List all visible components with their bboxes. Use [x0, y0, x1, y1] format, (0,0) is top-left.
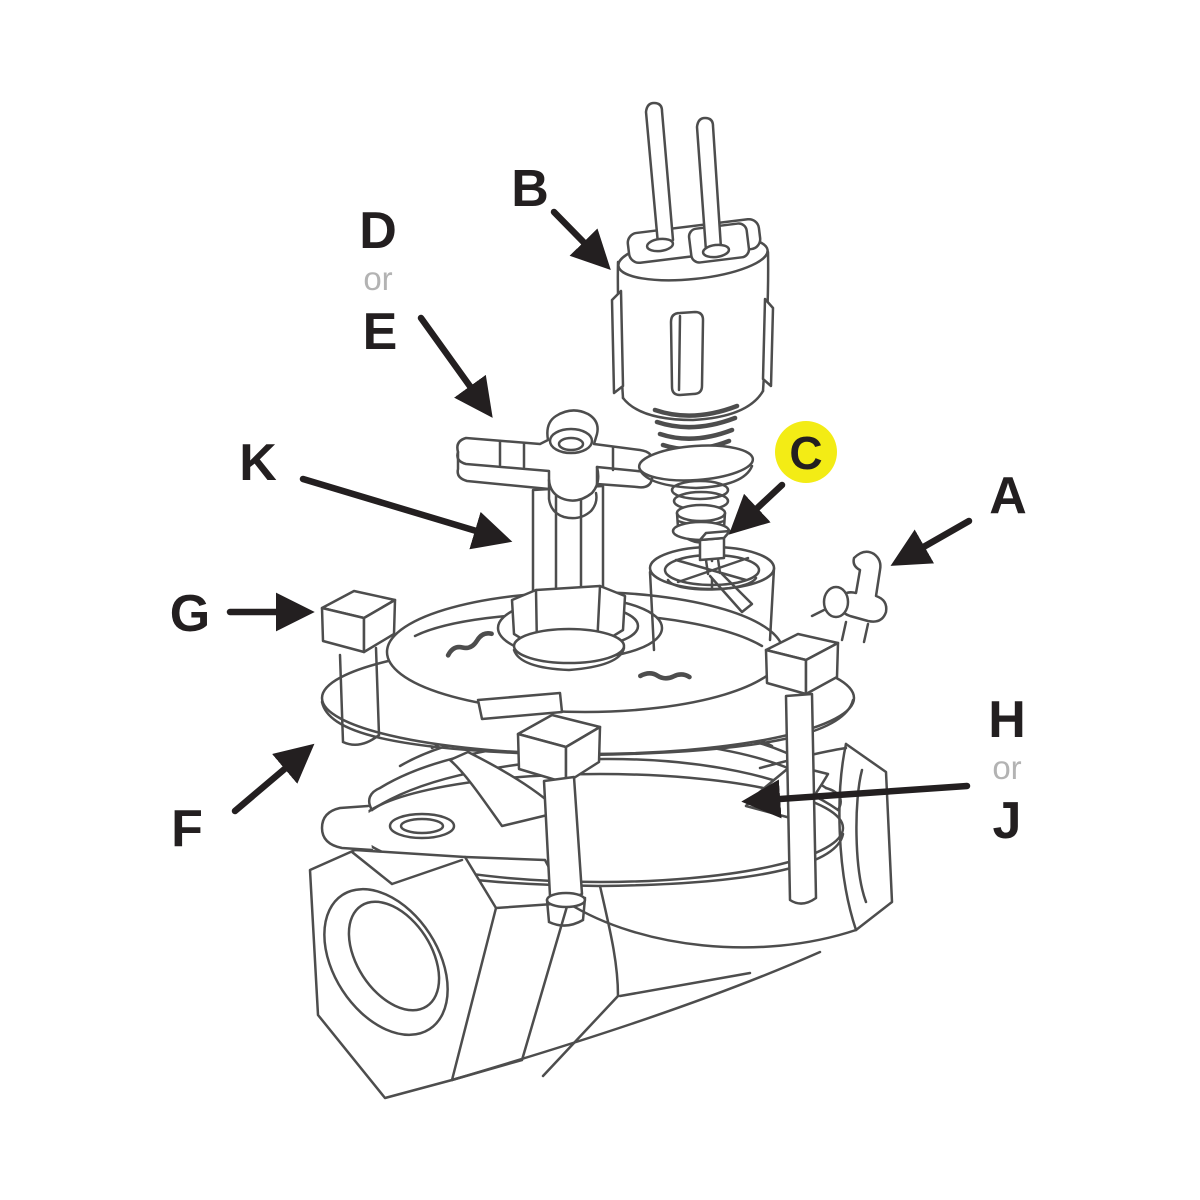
label-f: F — [171, 800, 203, 858]
label-hj-arrow — [741, 779, 971, 819]
label-a-arrow — [890, 517, 973, 566]
solenoid-drawing — [610, 101, 775, 544]
label-g: G — [170, 585, 210, 643]
valve-illustration — [308, 101, 894, 1100]
label-e-arrow — [417, 314, 493, 418]
solenoid-wire — [644, 101, 675, 247]
callouts: B D or E C A K G F H or J — [170, 160, 1027, 858]
label-d-or-e: or — [363, 260, 392, 297]
label-k-arrow — [299, 475, 513, 550]
label-a: A — [989, 467, 1027, 525]
label-c-highlight-circle — [775, 421, 837, 483]
label-e: E — [363, 303, 398, 361]
bolts-drawing — [320, 589, 840, 927]
label-c-arrow — [728, 481, 786, 535]
label-h: H — [988, 691, 1026, 749]
label-j: J — [993, 792, 1022, 850]
embossed-marking — [638, 671, 692, 681]
embossed-marking — [445, 631, 494, 658]
label-k: K — [239, 434, 277, 492]
label-f-arrow — [231, 743, 315, 815]
label-d: D — [359, 202, 397, 260]
label-b-arrow — [550, 208, 611, 270]
valve-body-drawing — [308, 742, 894, 1100]
clip-lever-drawing — [810, 550, 888, 644]
label-c: C — [789, 427, 822, 479]
label-h-or-j: or — [992, 749, 1021, 786]
solenoid-seat-port-drawing — [648, 529, 776, 652]
label-b: B — [511, 160, 549, 218]
